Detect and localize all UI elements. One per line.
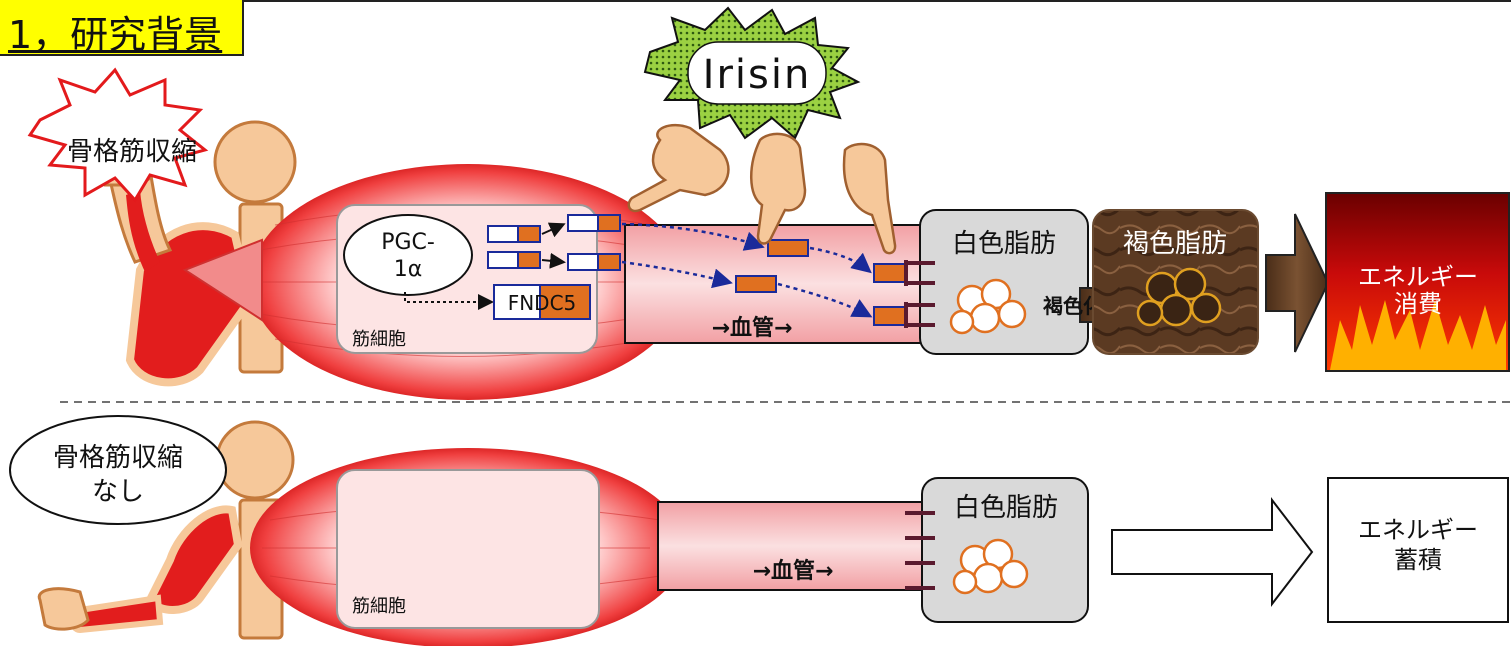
vessel-label-bottom: →血管→ bbox=[753, 558, 834, 584]
brown-fat-label: 褐色脂肪 bbox=[1123, 229, 1227, 259]
muscle-cell-box-bottom bbox=[336, 469, 600, 629]
white-fat-label-bottom: 白色脂肪 bbox=[954, 493, 1058, 523]
fndc5-orange-part bbox=[539, 284, 591, 320]
muscle-cell-label-top: 筋細胞 bbox=[352, 329, 406, 350]
section-title-box: 1，研究背景 bbox=[0, 0, 244, 57]
section-title: 1，研究背景 bbox=[8, 13, 223, 57]
no-contraction-bubble bbox=[9, 415, 227, 525]
energy-storage-box bbox=[1327, 477, 1509, 623]
no-contraction-line1: 骨格筋収縮 bbox=[53, 443, 183, 473]
energy-storage-line2: 蓄積 bbox=[1394, 546, 1442, 574]
fndc5-label: FNDC5 bbox=[508, 291, 577, 315]
energy-consumption-line1: エネルギー bbox=[1358, 263, 1478, 291]
muscle-cell-label-bottom: 筋細胞 bbox=[352, 596, 406, 617]
top-rule bbox=[244, 0, 1511, 2]
white-fat-receptors-top bbox=[904, 260, 935, 328]
irisin-molecules bbox=[621, 222, 907, 326]
pgc-ellipse bbox=[343, 214, 473, 296]
white-fat-cells-top bbox=[949, 278, 1027, 335]
brown-fat-cells bbox=[1136, 267, 1222, 327]
pgc-to-fndc5-arrow bbox=[404, 292, 494, 310]
vessel-label-top: →血管→ bbox=[712, 315, 793, 341]
fndc5-white-part bbox=[493, 284, 541, 320]
pointing-hands bbox=[627, 123, 897, 255]
energy-storage-line1: エネルギー bbox=[1358, 516, 1478, 544]
pgc-label-line1: PGC- bbox=[381, 230, 435, 255]
white-fat-label-top: 白色脂肪 bbox=[952, 229, 1056, 259]
white-fat-receptors-bottom bbox=[905, 511, 935, 590]
fire-flames bbox=[1330, 300, 1506, 370]
energy-consumption-arrow bbox=[1265, 213, 1330, 353]
energy-consumption-line2: 消費 bbox=[1394, 290, 1442, 318]
pgc-label-line2: 1α bbox=[394, 257, 423, 282]
no-contraction-line2: なし bbox=[92, 477, 144, 507]
contraction-label-top: 骨格筋収縮 bbox=[67, 137, 197, 167]
irisin-burst bbox=[643, 6, 861, 140]
white-fat-cells-bottom bbox=[952, 538, 1029, 595]
contraction-burst-top bbox=[27, 67, 209, 203]
irisin-label: Irisin bbox=[703, 52, 812, 98]
vessel-bottom bbox=[657, 501, 935, 591]
fndc5-cylinders bbox=[487, 214, 621, 271]
energy-storage-arrow bbox=[1111, 497, 1314, 607]
